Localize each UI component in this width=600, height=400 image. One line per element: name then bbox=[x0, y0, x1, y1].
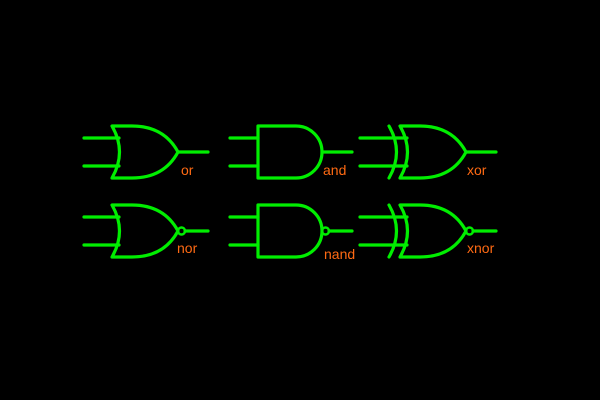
or-gate: or bbox=[82, 124, 210, 180]
nor-gate: nor bbox=[82, 203, 210, 259]
gate-label-and: and bbox=[323, 162, 346, 178]
xor-input-curve bbox=[387, 203, 399, 259]
gate-body bbox=[398, 124, 468, 180]
gate-body bbox=[110, 203, 180, 259]
xor-input-curve bbox=[387, 124, 399, 180]
and-gate: and bbox=[228, 124, 354, 180]
gate-label-or: or bbox=[181, 162, 194, 178]
xnor-gate: xnor bbox=[358, 203, 498, 259]
gate-label-xnor: xnor bbox=[467, 240, 495, 256]
xor-gate: xor bbox=[358, 124, 498, 180]
gate-body bbox=[398, 203, 468, 259]
gates-layer: or and xor nor nand xnor bbox=[82, 124, 498, 262]
nand-gate: nand bbox=[228, 203, 355, 262]
gate-body bbox=[110, 124, 180, 180]
gate-body bbox=[256, 124, 324, 180]
gate-label-nor: nor bbox=[177, 240, 198, 256]
gate-label-nand: nand bbox=[324, 246, 355, 262]
gate-label-xor: xor bbox=[467, 162, 487, 178]
